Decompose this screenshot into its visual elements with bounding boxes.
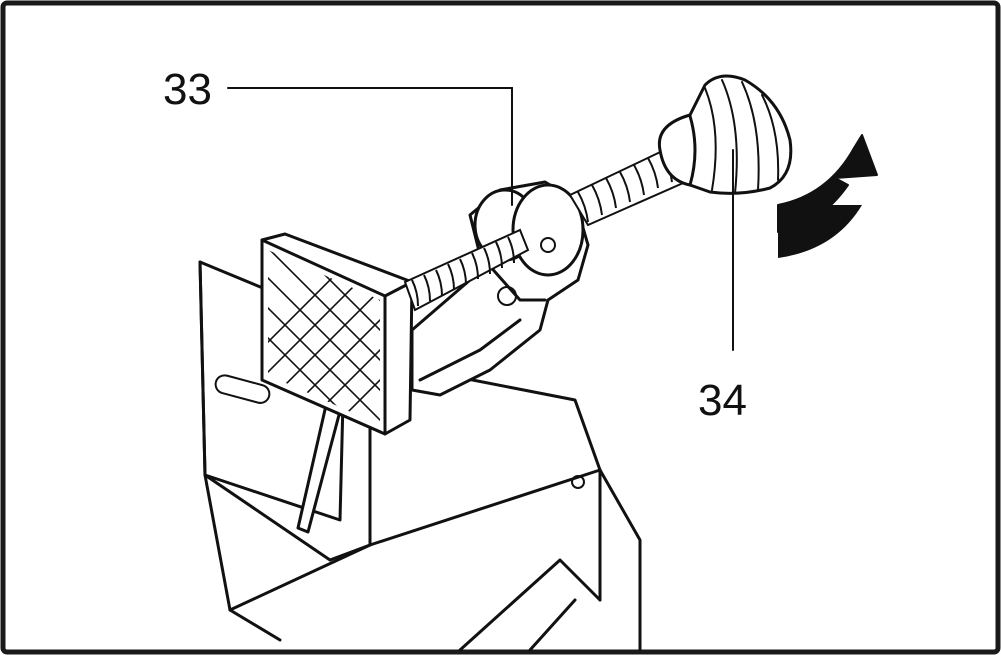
callout-33: 33 [163, 65, 212, 114]
rotate-arrow-icon [777, 134, 878, 258]
clamp-frame [410, 180, 590, 397]
callout-34: 34 [698, 376, 747, 425]
knob [657, 74, 793, 195]
leader-line-33 [227, 87, 513, 206]
threaded-screw [403, 143, 692, 312]
